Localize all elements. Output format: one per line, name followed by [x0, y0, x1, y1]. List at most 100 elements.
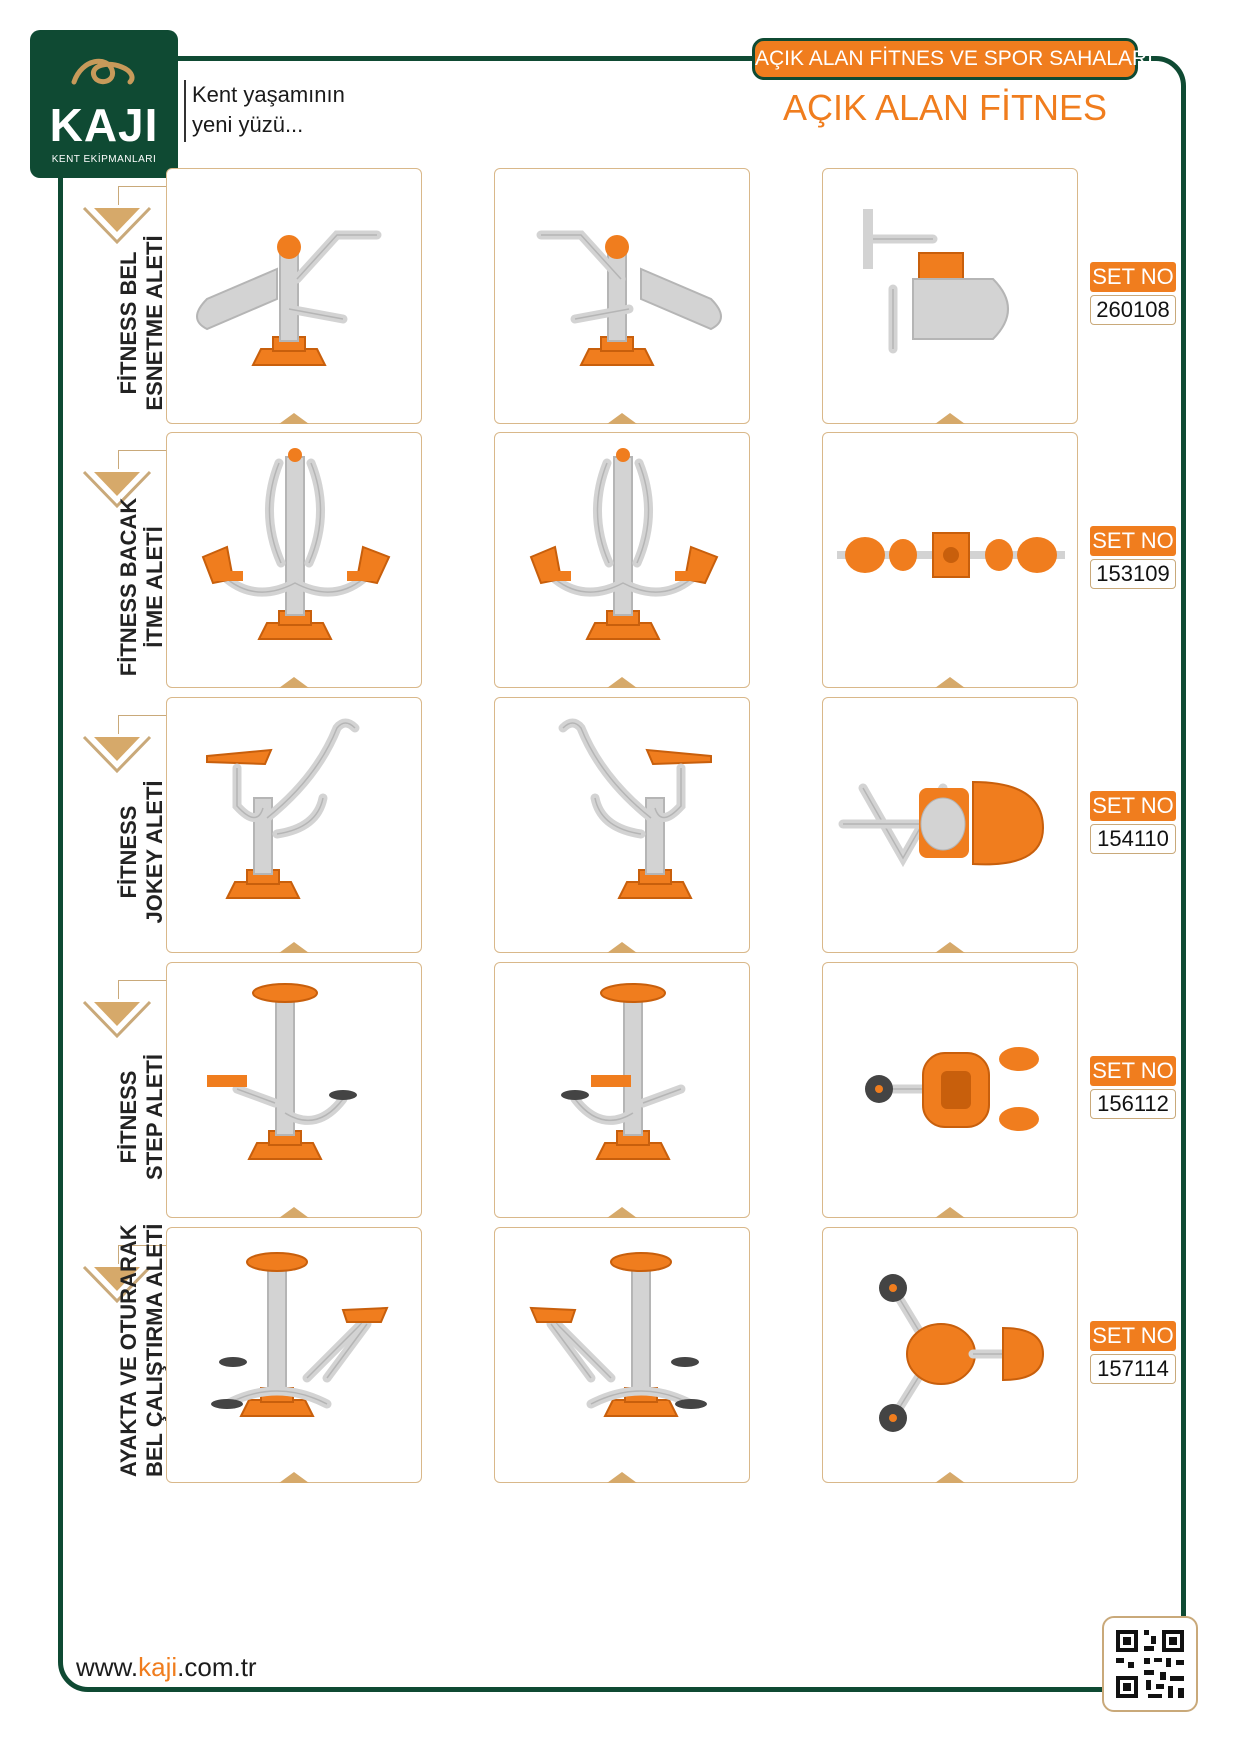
chevron-down-icon	[82, 470, 152, 509]
brand-logo[interactable]: KAJI KENT EKİPMANLARI	[30, 30, 178, 178]
stepper-view-1	[207, 983, 357, 1160]
product-image-card[interactable]	[494, 168, 750, 424]
product-image-card[interactable]	[494, 432, 750, 688]
product-name-label: FİTNESS JOKEY ALETİ	[76, 725, 167, 935]
product-name-line-1: FİTNESS	[116, 805, 141, 899]
slogan-line-2: yeni yüzü...	[192, 112, 304, 137]
waist-stretcher-view-1	[196, 230, 382, 366]
set-number-block: SET NO 157114	[1090, 1321, 1176, 1384]
card-notch	[607, 1207, 637, 1218]
card-notch	[935, 677, 965, 688]
set-number-block: SET NO 153109	[1090, 526, 1176, 589]
product-image-card[interactable]	[494, 1227, 750, 1483]
product-image-card[interactable]	[166, 1227, 422, 1483]
label-connector	[118, 1245, 167, 1264]
product-name: AYAKTA VE OTURARAK BEL ÇALIŞTIRMA ALETİ	[116, 1223, 168, 1477]
product-name-line-1: FİTNESS BACAK	[116, 497, 141, 677]
product-row: FİTNESS BEL ESNETME ALETİ SET NO 260108	[0, 168, 1240, 430]
product-name-label: FİTNESS BEL ESNETME ALETİ	[76, 196, 167, 411]
product-name-line-2: STEP ALETİ	[142, 1054, 167, 1180]
logo-swirl-icon	[71, 58, 135, 85]
stepper-view-2	[561, 983, 686, 1160]
product-image-card[interactable]	[166, 432, 422, 688]
leg-press-view-1	[201, 448, 391, 640]
card-notch	[607, 942, 637, 953]
product-image-card[interactable]	[822, 432, 1078, 688]
card-notch	[607, 677, 637, 688]
website-url[interactable]: www.kaji.com.tr	[76, 1652, 257, 1683]
product-name-line-2: BEL ÇALIŞTIRMA ALETİ	[142, 1223, 167, 1477]
product-name-line-1: AYAKTA VE OTURARAK	[116, 1224, 141, 1477]
product-name-line-1: FİTNESS	[116, 1070, 141, 1164]
product-name: FİTNESS BEL ESNETME ALETİ	[116, 228, 168, 418]
product-image-card[interactable]	[166, 168, 422, 424]
product-name-label: FİTNESS BACAK İTME ALETİ	[76, 460, 167, 676]
chevron-down-icon	[82, 1265, 152, 1304]
product-image-card[interactable]	[166, 697, 422, 953]
brand-subtitle: KENT EKİPMANLARI	[51, 154, 157, 165]
set-number: 153109	[1090, 559, 1176, 589]
product-name: FİTNESS BACAK İTME ALETİ	[116, 492, 168, 682]
card-notch	[935, 1207, 965, 1218]
product-image-card[interactable]	[822, 962, 1078, 1218]
url-highlight: kaji	[138, 1652, 178, 1682]
product-name-line-1: FİTNESS BEL	[116, 251, 141, 395]
card-notch	[279, 1207, 309, 1218]
product-name-label: AYAKTA VE OTURARAK BEL ÇALIŞTIRMA ALETİ	[76, 1224, 167, 1477]
label-connector	[118, 186, 167, 205]
label-connector	[118, 450, 167, 469]
set-label: SET NO	[1090, 526, 1176, 556]
url-suffix: .com.tr	[177, 1652, 257, 1682]
product-name: FİTNESS STEP ALETİ	[116, 1022, 168, 1212]
label-connector	[118, 980, 167, 999]
product-image-card[interactable]	[822, 1227, 1078, 1483]
product-row: FİTNESS JOKEY ALETİ SET NO 154110	[0, 697, 1240, 959]
set-label: SET NO	[1090, 1056, 1176, 1086]
product-name-label: FİTNESS STEP ALETİ	[76, 990, 167, 1200]
brand-name: KAJI	[49, 99, 159, 151]
product-row: FİTNESS BACAK İTME ALETİ SET NO 153109	[0, 432, 1240, 694]
product-image-card[interactable]	[822, 697, 1078, 953]
set-label: SET NO	[1090, 262, 1176, 292]
set-number: 156112	[1090, 1089, 1176, 1119]
category-pill: AÇIK ALAN FİTNES VE SPOR SAHALARI	[752, 38, 1153, 80]
chevron-down-icon	[82, 735, 152, 774]
card-notch	[279, 1472, 309, 1483]
waist-stretcher-top-view	[863, 209, 1009, 354]
card-notch	[935, 413, 965, 424]
waist-twister-view-1	[211, 1252, 389, 1417]
product-row: FİTNESS STEP ALETİ SET NO 156112	[0, 962, 1240, 1224]
product-image-card[interactable]	[494, 962, 750, 1218]
card-notch	[935, 1472, 965, 1483]
product-name-line-2: ESNETME ALETİ	[142, 235, 167, 411]
card-notch	[279, 413, 309, 424]
jockey-view-2	[558, 718, 712, 899]
leg-press-view-2	[529, 448, 719, 640]
product-image-card[interactable]	[166, 962, 422, 1218]
card-notch	[607, 1472, 637, 1483]
card-notch	[607, 413, 637, 424]
slogan-line-1: Kent yaşamının	[192, 82, 345, 107]
set-label: SET NO	[1090, 791, 1176, 821]
waist-twister-view-2	[529, 1252, 707, 1417]
set-number: 154110	[1090, 824, 1176, 854]
url-prefix: www.	[76, 1652, 139, 1682]
waist-stretcher-view-2	[536, 230, 722, 366]
set-number-block: SET NO 156112	[1090, 1056, 1176, 1119]
set-number: 260108	[1090, 295, 1176, 325]
qr-code[interactable]	[1102, 1616, 1198, 1712]
product-image-card[interactable]	[494, 697, 750, 953]
page-frame	[58, 56, 1186, 1692]
waist-twister-top-view	[879, 1274, 1045, 1432]
product-row: AYAKTA VE OTURARAK BEL ÇALIŞTIRMA ALETİ …	[0, 1224, 1240, 1489]
card-notch	[279, 677, 309, 688]
qr-code-icon	[1116, 1630, 1184, 1698]
stepper-top-view	[865, 1047, 1039, 1131]
product-name: FİTNESS JOKEY ALETİ	[116, 757, 168, 947]
slogan: Kent yaşamının yeni yüzü...	[184, 80, 345, 142]
set-number-block: SET NO 260108	[1090, 262, 1176, 325]
product-image-card[interactable]	[822, 168, 1078, 424]
set-label: SET NO	[1090, 1321, 1176, 1351]
set-number: 157114	[1090, 1354, 1176, 1384]
category-title: AÇIK ALAN FİTNES	[782, 87, 1108, 128]
